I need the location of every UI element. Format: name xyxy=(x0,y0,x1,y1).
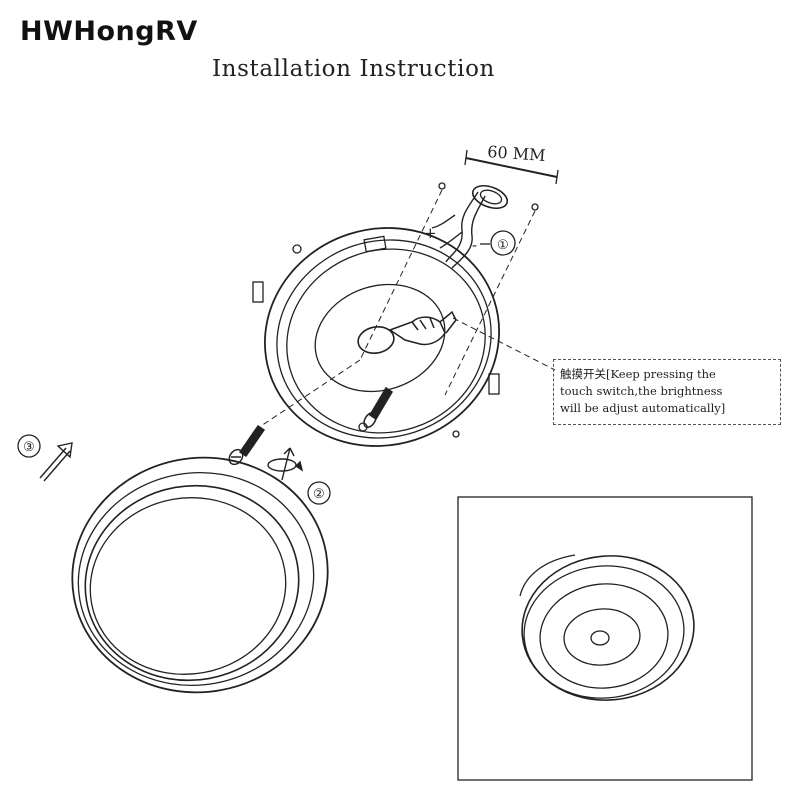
wires xyxy=(431,191,486,269)
note-line-2: touch switch,the brightness xyxy=(560,384,723,398)
rotate-arrow-icon xyxy=(267,447,304,481)
touch-switch-note: 触摸开关[Keep pressing the touch switch,the … xyxy=(553,359,781,425)
guide-lines xyxy=(254,189,556,431)
step-one-label: ① xyxy=(497,238,509,253)
dimension-line xyxy=(464,149,559,185)
cover-ring xyxy=(71,456,329,694)
loose-screw xyxy=(228,424,266,466)
polarity-plus: + xyxy=(424,224,437,242)
brand-logo: HWHongRV xyxy=(20,16,198,47)
step-three-circle xyxy=(17,434,41,458)
note-line-3: will be adjust automatically] xyxy=(560,401,726,415)
hand-icon xyxy=(388,310,457,346)
polarity-minus: - xyxy=(472,236,477,254)
base-plate xyxy=(252,227,500,447)
finished-light xyxy=(519,554,695,701)
mounting-screw xyxy=(363,386,394,429)
step-two-circle xyxy=(307,481,331,505)
ceiling-hole xyxy=(471,184,509,210)
note-line-1: 触摸开关[Keep pressing the xyxy=(560,367,716,381)
step-three-arrow-icon xyxy=(39,442,73,482)
page-title: Installation Instruction xyxy=(212,56,495,82)
dimension-label: 60 MM xyxy=(487,142,546,165)
ceiling-screw-holes xyxy=(438,182,539,211)
step-two-label: ② xyxy=(313,487,325,502)
finished-view-frame xyxy=(457,496,753,781)
step-three-label: ③ xyxy=(23,440,35,455)
step-one-circle xyxy=(490,230,516,256)
